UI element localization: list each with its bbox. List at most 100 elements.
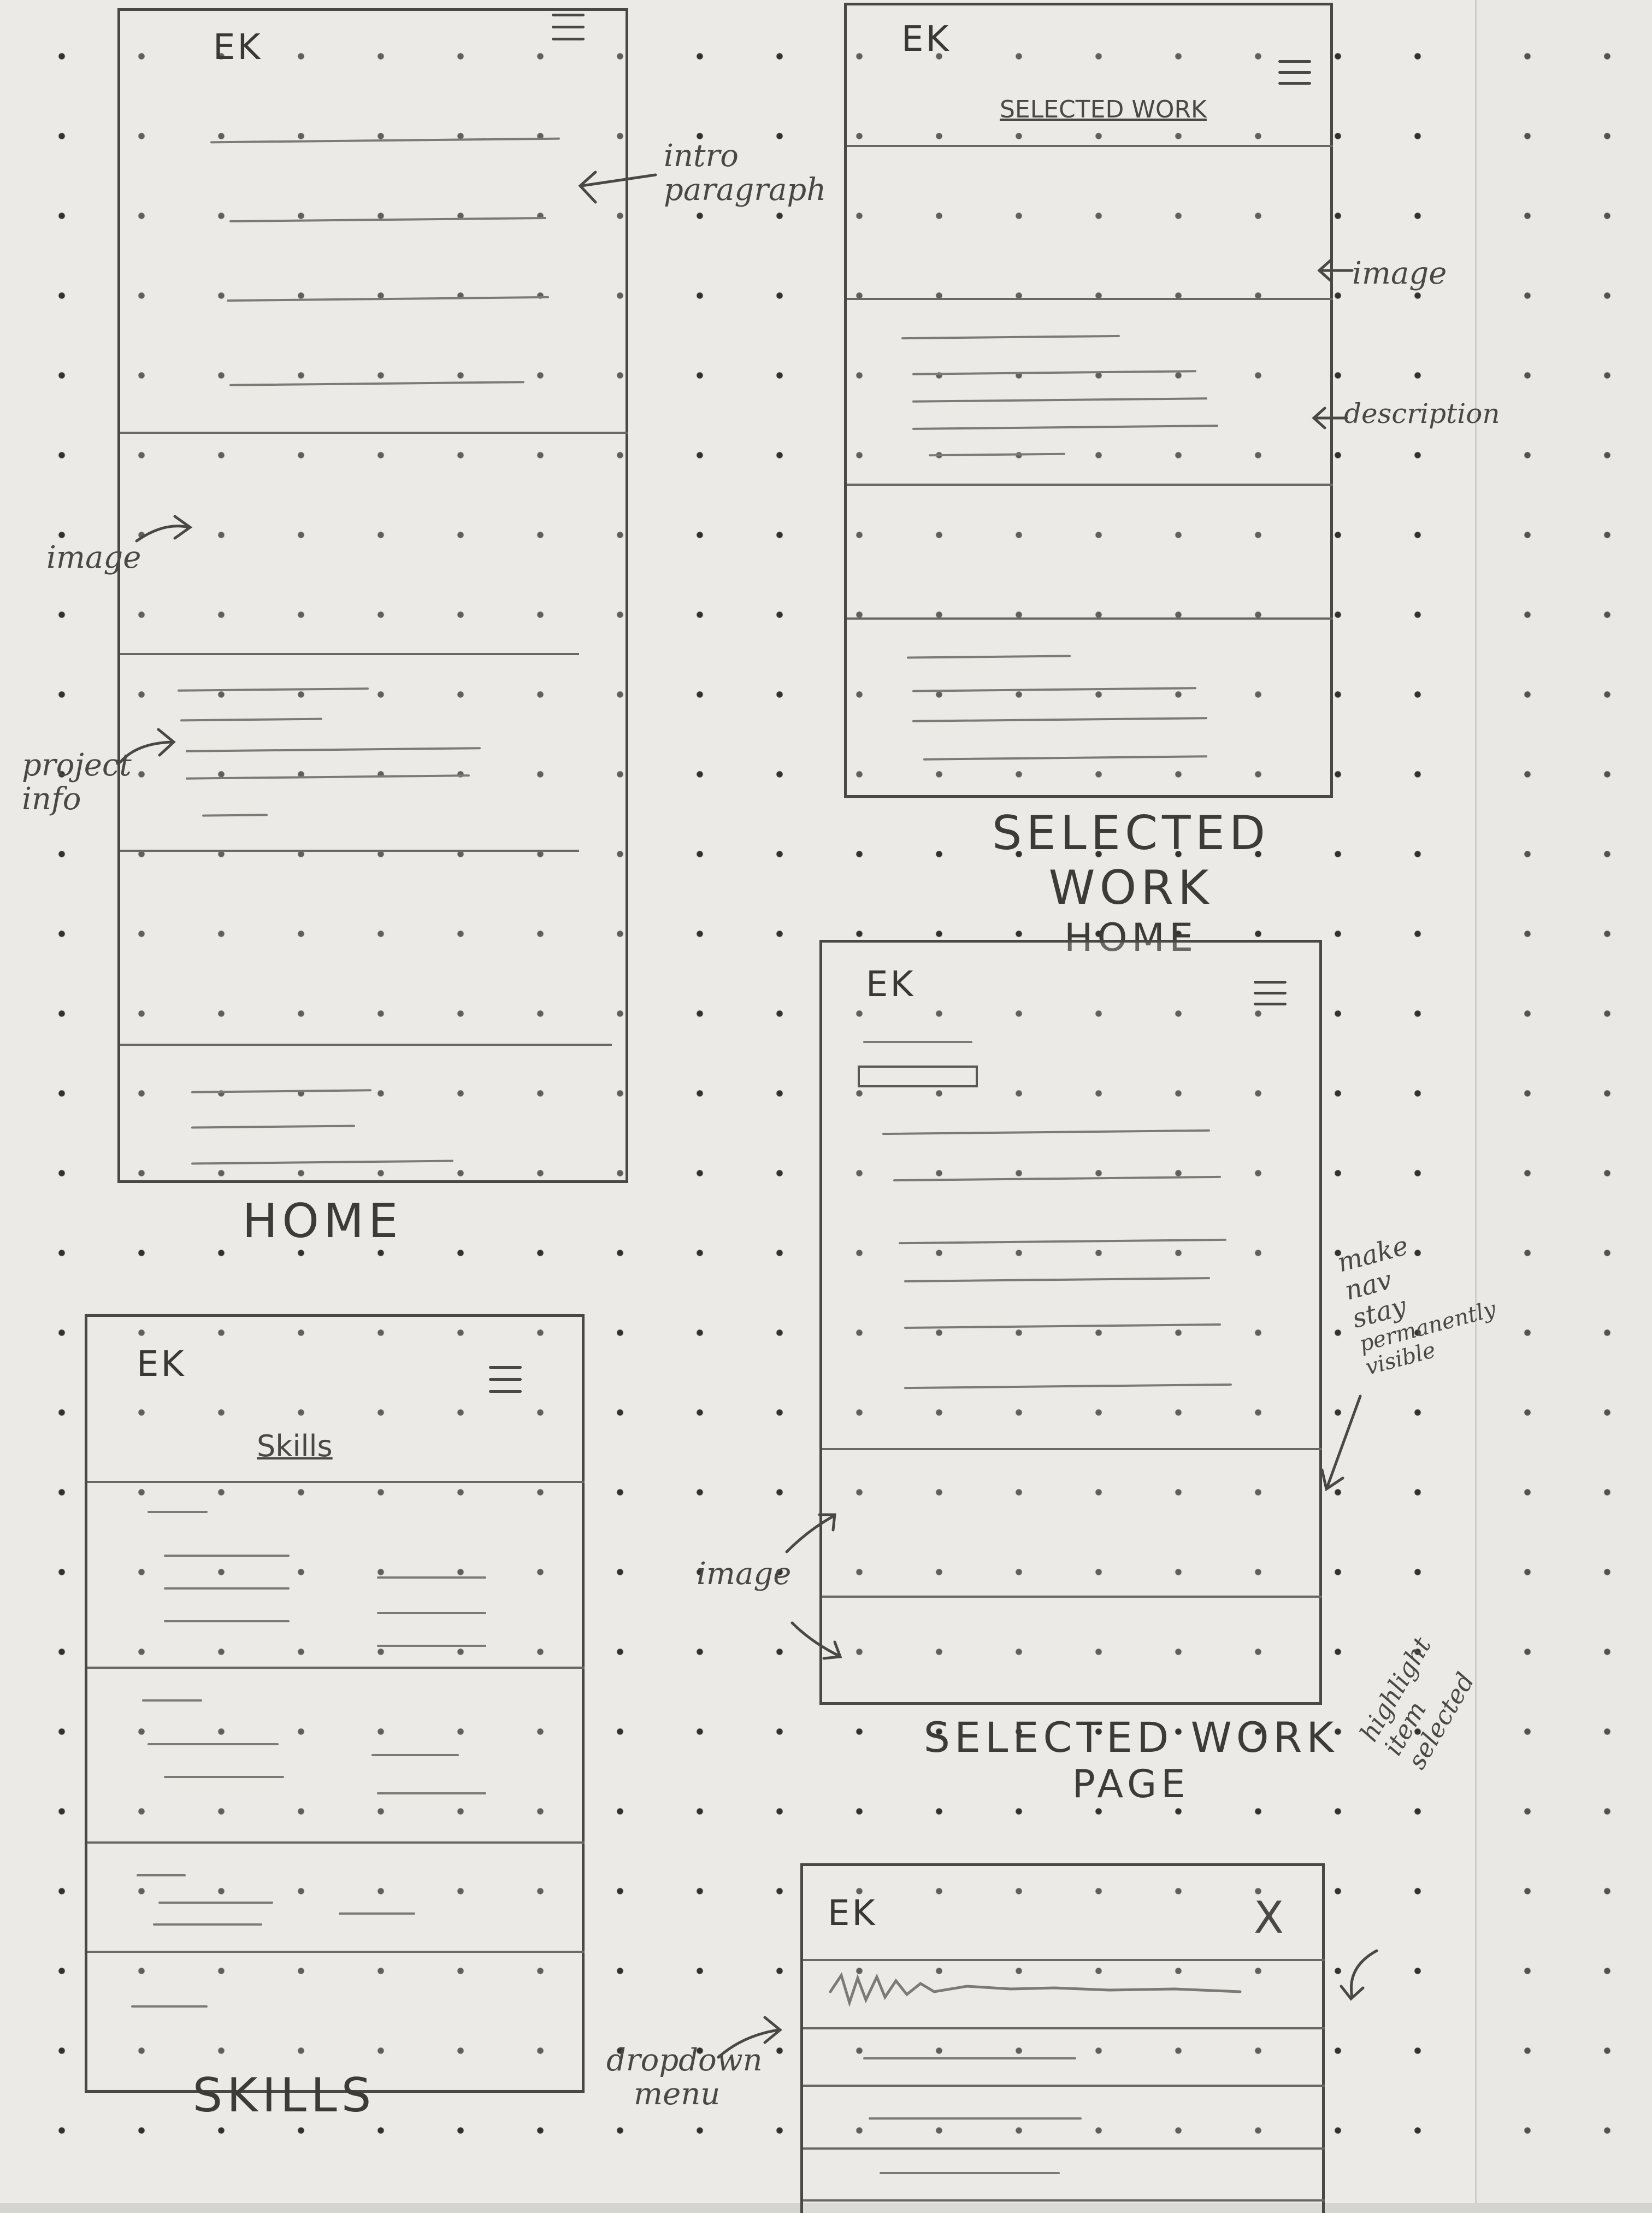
intro-text-line [226, 296, 550, 302]
hamburger-menu-icon[interactable] [1254, 981, 1287, 1007]
section-divider [120, 653, 579, 655]
arrow-icon [790, 1621, 842, 1660]
page-title-box [858, 1066, 978, 1087]
skill-line [153, 1923, 262, 1926]
arrow-icon [1340, 1949, 1378, 2001]
section-divider [822, 1596, 1322, 1598]
project-info-line [191, 1125, 356, 1129]
section-divider [847, 145, 1333, 147]
caption-line: HOME [1064, 915, 1198, 960]
selected-work-home-caption: SELECTED WORK HOME [923, 806, 1338, 960]
skill-line [164, 1620, 290, 1622]
description-line [912, 397, 1208, 403]
section-divider [847, 617, 1333, 620]
project-info-line [185, 747, 481, 752]
project-info-line [191, 1089, 372, 1093]
menu-divider [803, 1959, 1325, 1961]
hamburger-menu-icon[interactable] [489, 1366, 522, 1393]
section-divider [822, 1448, 1322, 1450]
arrow-icon [1317, 259, 1354, 282]
description-line [923, 755, 1208, 761]
arrow-icon [135, 515, 193, 543]
dropdown-menu-wireframe: EK X [800, 1863, 1325, 2213]
section-divider [87, 1841, 585, 1844]
section-divider [120, 432, 628, 434]
menu-divider [803, 2147, 1325, 2150]
description-line [912, 687, 1197, 692]
logo: EK [866, 964, 916, 1005]
skills-wireframe: EK Skills [85, 1314, 585, 2093]
description-line [893, 1175, 1222, 1182]
skill-category [131, 2005, 208, 2008]
breadcrumb [863, 1041, 972, 1043]
note-line: paragraph [664, 172, 827, 208]
intro-text-line [229, 381, 525, 386]
caption-line: SELECTED WORK [992, 806, 1270, 915]
description-line [912, 370, 1197, 375]
arrow-icon [717, 2016, 782, 2059]
skill-line [377, 1645, 486, 1647]
section-divider [847, 484, 1333, 486]
menu-item[interactable] [880, 2172, 1060, 2174]
menu-item[interactable] [869, 2117, 1082, 2120]
selected-work-page-caption: SELECTED WORK PAGE [923, 1713, 1338, 1806]
project-info-line [202, 814, 268, 817]
note-line: intro [664, 138, 739, 174]
home-wireframe: EK [117, 8, 628, 1183]
image-note: image [697, 1556, 792, 1592]
skill-line [148, 1743, 279, 1745]
description-note: description [1344, 398, 1500, 429]
project-info-note: project info [22, 749, 132, 816]
section-divider [120, 1044, 612, 1046]
description-line [882, 1129, 1211, 1135]
description-line [904, 1383, 1232, 1390]
hamburger-menu-icon[interactable] [552, 14, 585, 40]
description-line [928, 452, 1066, 457]
description-line [912, 717, 1208, 722]
skill-line [377, 1792, 486, 1794]
notebook-page [0, 0, 1475, 2203]
logo: EK [213, 27, 263, 68]
dropdown-menu-note: dropdown menu [606, 2044, 763, 2111]
menu-divider [803, 2027, 1325, 2029]
logo: EK [137, 1344, 186, 1385]
note-line: info [22, 781, 81, 817]
section-divider [120, 850, 579, 852]
note-line: dropdown [606, 2043, 763, 2078]
section-divider [847, 298, 1333, 300]
logo: EK [901, 19, 951, 60]
skill-line [371, 1754, 459, 1756]
selected-work-home-wireframe: EK SELECTED WORK [844, 3, 1333, 798]
description-line [906, 655, 1071, 659]
close-icon[interactable]: X [1254, 1892, 1284, 1943]
caption-line: PAGE [1072, 1762, 1190, 1806]
description-line [904, 1277, 1211, 1282]
description-line [912, 425, 1219, 430]
skill-line [158, 1902, 273, 1904]
hamburger-menu-icon[interactable] [1278, 60, 1311, 86]
note-line: menu [634, 2076, 721, 2112]
notebook-next-page-edge [1475, 0, 1652, 2203]
menu-item[interactable] [863, 2057, 1076, 2059]
selected-work-heading: SELECTED WORK [1000, 96, 1207, 123]
section-divider [87, 1667, 585, 1669]
project-info-line [180, 717, 323, 722]
arrow-icon [1320, 1394, 1362, 1492]
skill-line [339, 1912, 415, 1915]
skill-line [164, 1587, 290, 1590]
project-info-line [191, 1160, 454, 1165]
skill-category [137, 1874, 186, 1876]
section-divider [87, 1951, 585, 1953]
skill-category [142, 1699, 202, 1702]
skill-line [164, 1776, 284, 1778]
description-line [904, 1323, 1222, 1329]
home-caption: HOME [242, 1194, 403, 1249]
skill-line [377, 1612, 486, 1614]
arrow-icon [1312, 407, 1348, 429]
skills-heading: Skills [257, 1429, 333, 1463]
skill-line [164, 1555, 290, 1557]
highlighted-menu-item[interactable] [825, 1967, 1273, 2011]
image-note: image [1352, 256, 1447, 291]
project-info-line [185, 774, 470, 780]
intro-text-line [210, 137, 560, 144]
